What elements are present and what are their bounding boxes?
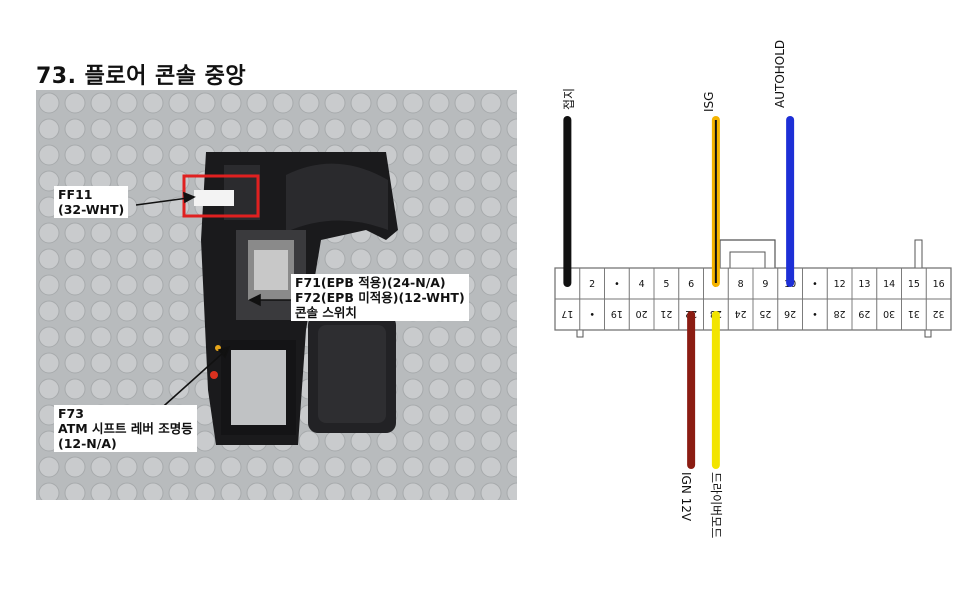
pin-bottom-19-label: 19: [611, 308, 623, 319]
pin-top-8-label: 8: [738, 279, 744, 290]
pin-bottom-24-label: 24: [735, 308, 747, 319]
pin-top-12-label: 12: [834, 279, 846, 290]
wire-label-ign12v: IGN 12V: [679, 472, 693, 522]
pin-bottom-32-label: 32: [933, 308, 945, 319]
pin-top-4-label: 4: [639, 279, 645, 290]
pin-top-2-label: 2: [589, 279, 595, 290]
pin-bottom-25-label: 25: [759, 308, 771, 319]
console-photo: FF11 (32-WHT) F71(EPB 적용)(24-N/A) F72(EP…: [36, 90, 517, 500]
pin-top-9-label: 9: [762, 279, 768, 290]
pin-top-14-label: 14: [883, 279, 895, 290]
pin-bottom-21-label: 21: [660, 308, 672, 319]
pin-top-16-label: 16: [933, 279, 945, 290]
pin-top-15-label: 15: [908, 279, 920, 290]
page-title: 73. 플로어 콘솔 중앙: [36, 64, 247, 89]
wire-layer: [563, 116, 795, 469]
pin-bottom-31-label: 31: [908, 308, 920, 319]
wire-label-isg: ISG: [702, 91, 716, 112]
pin-bottom-20-label: 20: [636, 308, 648, 319]
connector-svg: 2•45678910•121314151617•1920212223242526…: [554, 116, 952, 469]
pin-bottom-30-label: 30: [883, 308, 895, 319]
wire-label-autohold: AUTOHOLD: [773, 39, 787, 108]
pin-bottom-27-label: •: [812, 308, 818, 319]
pin-bottom-17-label: 17: [561, 308, 573, 319]
pin-bottom-28-label: 28: [834, 308, 846, 319]
pin-top-6-label: 6: [688, 279, 694, 290]
pin-top-3-label: •: [614, 279, 620, 290]
wire-label-ground: 접지: [562, 87, 576, 110]
pin-bottom-29-label: 29: [858, 308, 870, 319]
wire-label-driver-mode: 드라이버모드: [709, 472, 723, 539]
ff11-callout: FF11 (32-WHT): [54, 186, 129, 218]
pin-bottom-26-label: 26: [784, 308, 796, 319]
f73-callout: F73 ATM 시프트 레버 조명등 (12-N/A): [54, 405, 197, 452]
pin-bottom-32-cell: [925, 298, 952, 331]
connector-post: [914, 239, 923, 269]
pin-grid: 2•45678910•121314151617•1920212223242526…: [554, 267, 952, 331]
pin-bottom-18-label: •: [589, 308, 595, 319]
pin-top-11-label: •: [812, 279, 818, 290]
pin-top-13-label: 13: [858, 279, 870, 290]
pin-top-5-label: 5: [663, 279, 669, 290]
f71-f72-callout: F71(EPB 적용)(24-N/A) F72(EPB 미적용)(12-WHT)…: [291, 274, 469, 321]
connector-pin-diagram: 2•45678910•121314151617•1920212223242526…: [545, 0, 960, 589]
